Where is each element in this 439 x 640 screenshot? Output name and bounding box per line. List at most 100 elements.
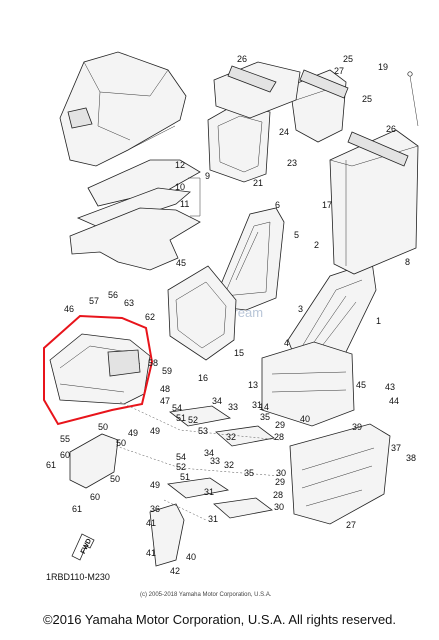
upper-cover-part[interactable] (59, 51, 187, 167)
callout-44-b[interactable]: 45 (356, 380, 366, 390)
callout-20[interactable]: 21 (253, 178, 263, 188)
callout-30-a[interactable]: 31 (252, 400, 262, 410)
callout-44-a[interactable]: 45 (176, 258, 186, 268)
panel-13-part[interactable] (261, 341, 355, 427)
panel-54-part[interactable] (69, 433, 119, 489)
callout-36[interactable]: 37 (391, 443, 401, 453)
callout-22[interactable]: 24 (279, 127, 289, 137)
callout-31-a[interactable]: 32 (226, 432, 236, 442)
highlighted-panel-45-part[interactable] (49, 333, 151, 405)
callout-30-b[interactable]: 31 (204, 487, 214, 497)
bracket-assembly-upper[interactable] (169, 405, 275, 447)
storage-box-17-part[interactable] (329, 129, 419, 275)
callout-41[interactable]: 42 (170, 566, 180, 576)
callout-48-a[interactable]: 49 (150, 426, 160, 436)
callout-49-b[interactable]: 50 (116, 438, 126, 448)
callout-39[interactable]: 40 (300, 414, 310, 424)
callout-15[interactable]: 15 (234, 348, 244, 358)
callout-45[interactable]: 46 (64, 304, 74, 314)
callout-26[interactable]: 27 (346, 520, 356, 530)
callout-19[interactable]: 19 (378, 62, 388, 72)
callout-59-b[interactable]: 60 (90, 492, 100, 502)
callout-39-b[interactable]: 40 (186, 552, 196, 562)
callout-49-a[interactable]: 50 (98, 422, 108, 432)
callout-60-b[interactable]: 61 (72, 504, 82, 514)
callout-34-a[interactable]: 35 (260, 412, 270, 422)
bracket-assembly-lower[interactable] (167, 477, 273, 519)
callout-28-a[interactable]: 29 (275, 420, 285, 430)
callout-57[interactable]: 58 (148, 358, 158, 368)
callout-53-b[interactable]: 54 (176, 452, 186, 462)
panel-25-part[interactable] (213, 61, 301, 119)
bracket-35-part[interactable] (149, 503, 185, 567)
callout-52[interactable]: 53 (198, 426, 208, 436)
callout-60-a[interactable]: 61 (46, 460, 56, 470)
callout-58[interactable]: 59 (162, 366, 172, 376)
callout-33-b[interactable]: 34 (204, 448, 214, 458)
callout-21[interactable]: 23 (287, 158, 297, 168)
callout-62[interactable]: 63 (124, 298, 134, 308)
callout-48-b[interactable]: 49 (128, 428, 138, 438)
callout-59[interactable]: 60 (60, 450, 70, 460)
callout-1[interactable]: 1 (376, 316, 381, 326)
trim-strips-24-part[interactable] (227, 65, 409, 167)
callout-53-a[interactable]: 54 (172, 403, 182, 413)
callout-24-b[interactable]: 26 (386, 124, 396, 134)
callout-17[interactable]: 17 (322, 200, 332, 210)
callout-35[interactable]: 36 (150, 504, 160, 514)
callout-54[interactable]: 55 (60, 434, 70, 444)
callout-46[interactable]: 47 (160, 396, 170, 406)
callout-28-b[interactable]: 29 (275, 477, 285, 487)
callout-3[interactable]: 3 (298, 304, 303, 314)
callout-13[interactable]: 13 (248, 380, 258, 390)
callout-32-a[interactable]: 33 (228, 402, 238, 412)
callout-51-b[interactable]: 52 (176, 462, 186, 472)
callout-5[interactable]: 5 (294, 230, 299, 240)
callout-32-b[interactable]: 33 (210, 456, 220, 466)
callout-42[interactable]: 43 (385, 382, 395, 392)
side-panel-26-part[interactable] (289, 423, 391, 525)
callout-29-a[interactable]: 30 (276, 468, 286, 478)
callout-27-a[interactable]: 28 (274, 432, 284, 442)
callout-48-c[interactable]: 49 (150, 480, 160, 490)
callout-23-b[interactable]: 25 (362, 94, 372, 104)
callout-33-a[interactable]: 34 (212, 396, 222, 406)
callout-25[interactable]: 27 (334, 66, 344, 76)
callout-40-a[interactable]: 41 (146, 518, 156, 528)
callout-47[interactable]: 48 (160, 384, 170, 394)
callout-14[interactable]: 14 (259, 402, 269, 412)
callout-31-b[interactable]: 32 (224, 460, 234, 470)
callout-40-b[interactable]: 41 (146, 548, 156, 558)
callout-12[interactable]: 12 (175, 160, 185, 170)
callout-9[interactable]: 9 (205, 171, 210, 181)
callout-50-b[interactable]: 51 (180, 472, 190, 482)
callout-2[interactable]: 2 (314, 240, 319, 250)
panel-15-part[interactable] (167, 265, 237, 361)
callout-6[interactable]: 6 (275, 200, 280, 210)
callout-10[interactable]: 10 (175, 182, 185, 192)
callout-4[interactable]: 4 (284, 338, 289, 348)
callout-11[interactable]: 11 (180, 199, 189, 209)
callout-34-b[interactable]: 35 (244, 468, 254, 478)
callout-18[interactable]: 8 (405, 257, 410, 267)
callout-30-c[interactable]: 31 (208, 514, 218, 524)
callout-55[interactable]: 56 (108, 290, 118, 300)
fwd-arrow-icon: FWD (71, 533, 95, 561)
callout-37[interactable]: 38 (406, 453, 416, 463)
callout-27-b[interactable]: 28 (273, 490, 283, 500)
callout-23-a[interactable]: 25 (343, 54, 353, 64)
rod-19-part[interactable] (407, 71, 419, 127)
mat-layers-part[interactable] (69, 159, 201, 271)
center-panel-5-part[interactable] (211, 207, 285, 311)
callout-56[interactable]: 57 (89, 296, 99, 306)
callout-38[interactable]: 39 (352, 422, 362, 432)
box-20-part[interactable] (207, 103, 271, 183)
callout-51-a[interactable]: 52 (188, 415, 198, 425)
callout-24-a[interactable]: 26 (237, 54, 247, 64)
callout-49-c[interactable]: 50 (110, 474, 120, 484)
callout-16[interactable]: 16 (198, 373, 208, 383)
callout-29-b[interactable]: 30 (274, 502, 284, 512)
callout-43[interactable]: 44 (389, 396, 399, 406)
callout-50[interactable]: 51 (176, 413, 186, 423)
callout-61[interactable]: 62 (145, 312, 155, 322)
